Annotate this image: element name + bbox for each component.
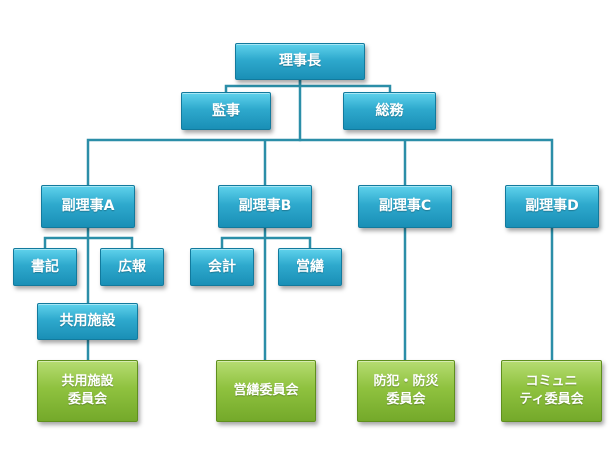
node-common-facilities: 共用施設 [37, 303, 138, 340]
connector-vice-bar [86, 138, 554, 187]
node-vice-a-label: 副理事A [61, 198, 115, 215]
node-auditor-label: 監事 [212, 102, 240, 119]
node-chairman: 理事長 [235, 43, 365, 80]
node-disaster-committee: 防犯・防災 委員会 [357, 360, 455, 422]
node-general-affairs-label: 総務 [375, 102, 404, 119]
node-common-facilities-committee: 共用施設 委員会 [37, 360, 138, 422]
node-vice-d: 副理事D [505, 185, 599, 228]
connector-vice-a-sub [43, 226, 134, 305]
node-secretary-label: 書記 [31, 258, 59, 275]
node-community-committee-label: コミュニ ティ委員会 [519, 374, 584, 407]
node-vice-a: 副理事A [41, 185, 135, 228]
node-common-facilities-label: 共用施設 [59, 313, 116, 330]
node-general-affairs: 総務 [343, 92, 436, 130]
node-pr-label: 広報 [118, 258, 146, 275]
node-secretary: 書記 [13, 248, 77, 286]
node-maintenance: 営繕 [278, 248, 342, 286]
node-disaster-committee-label: 防犯・防災 委員会 [373, 374, 439, 407]
node-maintenance-label: 営繕 [296, 258, 324, 275]
connector-vice-b-sub [220, 226, 312, 362]
node-vice-c-label: 副理事C [378, 198, 432, 215]
node-pr: 広報 [100, 248, 164, 286]
connector-chairman-staff [224, 78, 392, 94]
node-auditor: 監事 [181, 92, 271, 130]
node-common-facilities-committee-label: 共用施設 委員会 [61, 374, 114, 407]
node-vice-c: 副理事C [358, 185, 452, 228]
node-vice-b: 副理事B [218, 185, 312, 228]
node-vice-d-label: 副理事D [525, 198, 579, 215]
node-maintenance-committee: 営繕委員会 [216, 360, 316, 422]
node-accounting: 会計 [190, 248, 254, 286]
node-maintenance-committee-label: 営繕委員会 [233, 383, 299, 399]
node-chairman-label: 理事長 [279, 53, 321, 70]
node-community-committee: コミュニ ティ委員会 [501, 360, 602, 422]
node-accounting-label: 会計 [208, 258, 236, 275]
node-vice-b-label: 副理事B [238, 198, 292, 215]
